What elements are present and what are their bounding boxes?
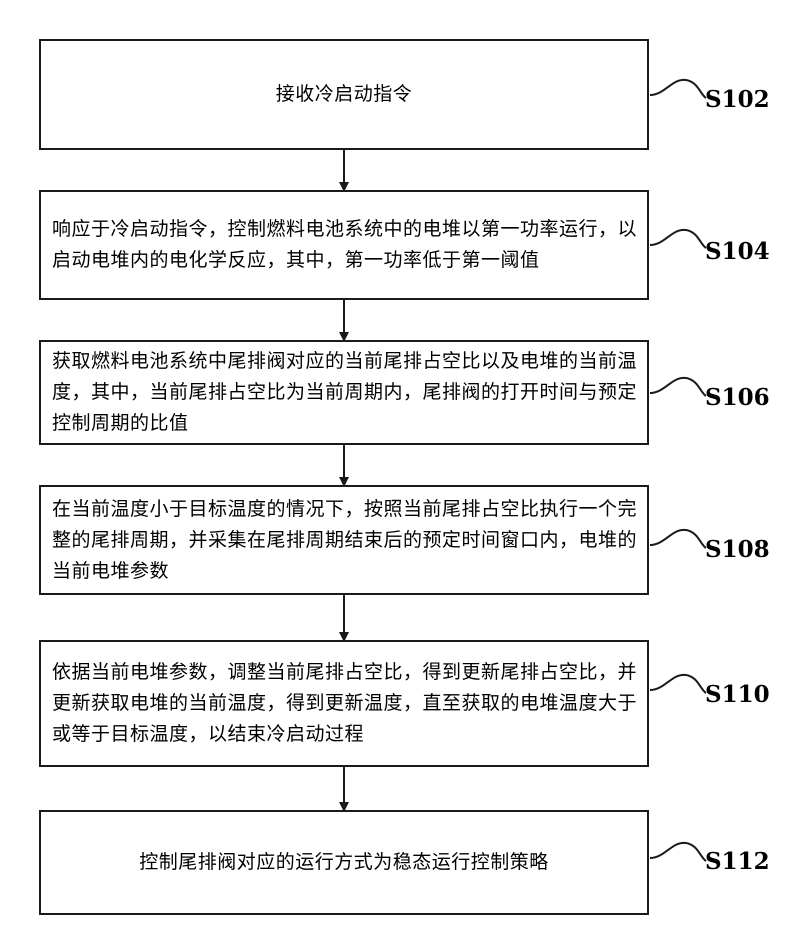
step-label-s108: S108 bbox=[705, 538, 770, 562]
step-label-s106: S106 bbox=[705, 386, 770, 410]
step-text-s108: 在当前温度小于目标温度的情况下，按照当前尾排占空比执行一个完整的尾排周期，并采集… bbox=[41, 494, 647, 587]
step-box-s110: 依据当前电堆参数，调整当前尾排占空比，得到更新尾排占空比，并更新获取电堆的当前温… bbox=[39, 640, 649, 767]
leader-s110 bbox=[650, 675, 706, 693]
step-label-s102: S102 bbox=[705, 88, 770, 112]
step-label-s110: S110 bbox=[705, 683, 770, 707]
step-text-s106: 获取燃料电池系统中尾排阀对应的当前尾排占空比以及电堆的当前温度，其中，当前尾排占… bbox=[41, 346, 647, 439]
step-box-s104: 响应于冷启动指令，控制燃料电池系统中的电堆以第一功率运行，以启动电堆内的电化学反… bbox=[39, 190, 649, 300]
step-label-s112: S112 bbox=[705, 850, 770, 874]
leader-s104 bbox=[650, 230, 706, 248]
step-text-s104: 响应于冷启动指令，控制燃料电池系统中的电堆以第一功率运行，以启动电堆内的电化学反… bbox=[41, 214, 647, 276]
step-box-s102: 接收冷启动指令 bbox=[39, 39, 649, 150]
step-box-s108: 在当前温度小于目标温度的情况下，按照当前尾排占空比执行一个完整的尾排周期，并采集… bbox=[39, 485, 649, 595]
step-text-s110: 依据当前电堆参数，调整当前尾排占空比，得到更新尾排占空比，并更新获取电堆的当前温… bbox=[41, 657, 647, 750]
step-box-s112: 控制尾排阀对应的运行方式为稳态运行控制策略 bbox=[39, 810, 649, 915]
leader-s108 bbox=[650, 530, 706, 548]
step-box-s106: 获取燃料电池系统中尾排阀对应的当前尾排占空比以及电堆的当前温度，其中，当前尾排占… bbox=[39, 340, 649, 445]
leader-s112 bbox=[650, 843, 706, 861]
step-text-s112: 控制尾排阀对应的运行方式为稳态运行控制策略 bbox=[139, 847, 549, 878]
leader-s106 bbox=[650, 378, 706, 396]
step-text-s102: 接收冷启动指令 bbox=[276, 79, 413, 110]
leader-s102 bbox=[650, 80, 706, 98]
step-label-s104: S104 bbox=[705, 240, 770, 264]
